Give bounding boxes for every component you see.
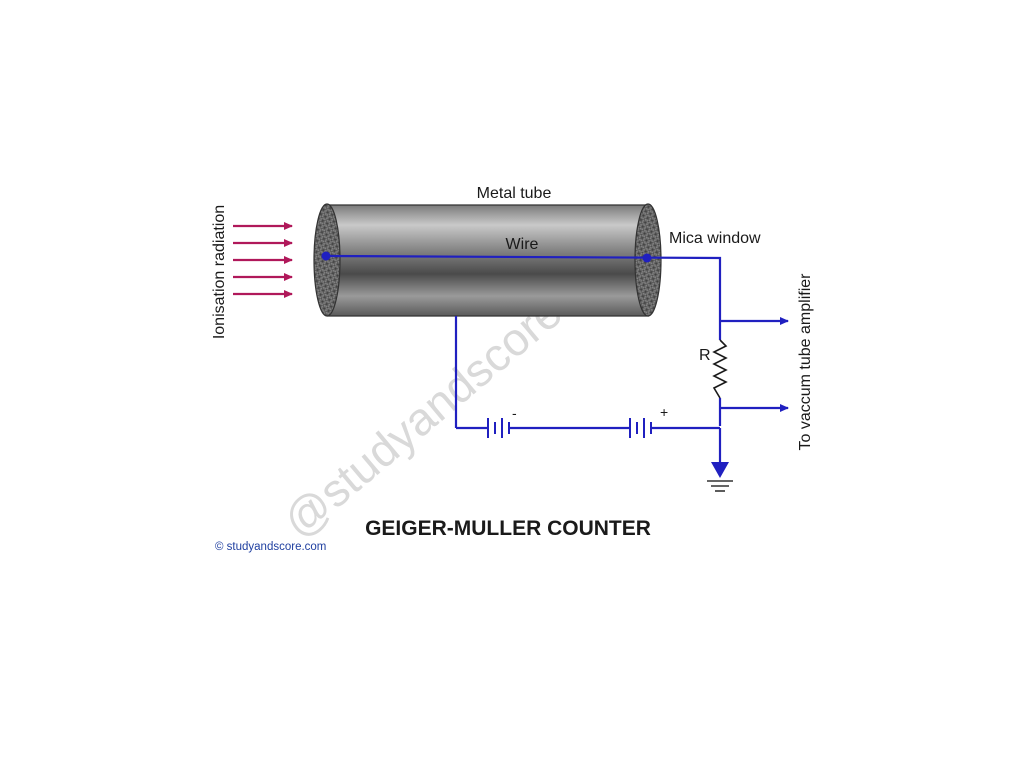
- battery-negative-icon: [487, 418, 510, 438]
- diagram-title: GEIGER-MULLER COUNTER: [365, 517, 651, 540]
- ground-icon: [707, 462, 733, 492]
- ionisation-radiation-label: Ionisation radiation: [211, 205, 228, 339]
- radiation-arrows-icon: [233, 222, 293, 298]
- resistor-icon: [712, 339, 728, 399]
- metal-tube-label: Metal tube: [477, 185, 552, 202]
- wire-end-dot-right: [642, 253, 652, 263]
- battery-positive-icon: [629, 418, 652, 438]
- mica-window-label: Mica window: [669, 230, 761, 247]
- battery-positive-label: +: [660, 404, 668, 420]
- output-label: To vaccum tube amplifier: [797, 273, 814, 451]
- credit-text: © studyandscore.com: [215, 541, 326, 553]
- output-arrows-icon: [720, 317, 789, 412]
- metal-tube: [313, 203, 662, 317]
- wire-label: Wire: [506, 236, 539, 253]
- battery-negative-label: -: [512, 405, 517, 421]
- wire-end-dot-left: [321, 251, 331, 261]
- resistor-label: R: [699, 347, 711, 364]
